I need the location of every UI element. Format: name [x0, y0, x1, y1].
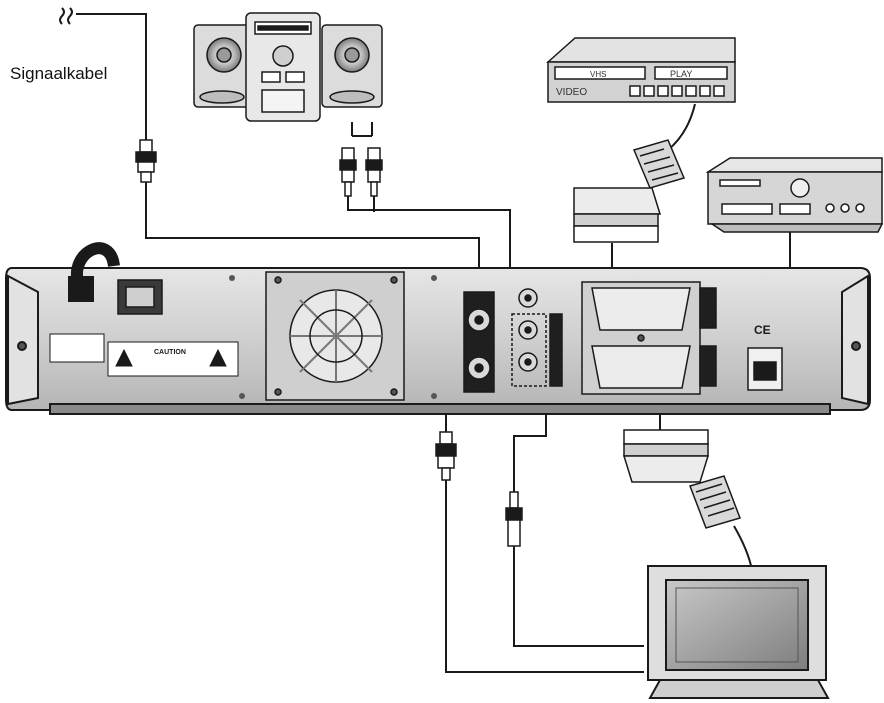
amplifier-device	[705, 157, 884, 233]
television	[647, 565, 830, 699]
rf-plug	[435, 431, 457, 481]
antenna-icon	[59, 7, 73, 25]
vcr-brand-text: VHS	[590, 70, 606, 79]
tv-scart-plug	[622, 429, 741, 529]
vcr-name-text: VIDEO	[556, 87, 587, 98]
fan-grill	[265, 271, 405, 401]
coax-plug-top	[135, 139, 157, 183]
panel-screws	[229, 275, 437, 399]
ce-mark: CE	[754, 323, 771, 337]
optical-port	[747, 347, 783, 391]
vcr-display-text: PLAY	[670, 69, 692, 79]
stereo-rca-yoke	[351, 122, 373, 137]
signal-cable-to-ant-in	[145, 182, 480, 290]
vcr-scart-cable	[667, 103, 696, 151]
power-cord	[68, 242, 120, 302]
vcr-device	[546, 37, 736, 103]
rating-labels	[49, 333, 239, 377]
audio-cable-left	[347, 196, 511, 320]
video-rca-to-tv	[513, 546, 644, 647]
caution-label: CAUTION	[154, 349, 186, 356]
stereo-rca-plugs	[339, 147, 383, 197]
vcr-scart-plug	[573, 139, 686, 243]
tv-scart-cable	[733, 525, 753, 571]
antenna-cable	[76, 13, 147, 140]
signal-cable-label: Signaalkabel	[10, 64, 108, 83]
rca-ports	[511, 288, 563, 387]
stereo-system	[193, 12, 383, 122]
rf-to-tv	[445, 480, 644, 673]
video-rca-plug	[505, 491, 523, 547]
antenna-ports	[463, 291, 495, 393]
scart-ports	[581, 281, 717, 395]
power-switch	[117, 279, 163, 315]
